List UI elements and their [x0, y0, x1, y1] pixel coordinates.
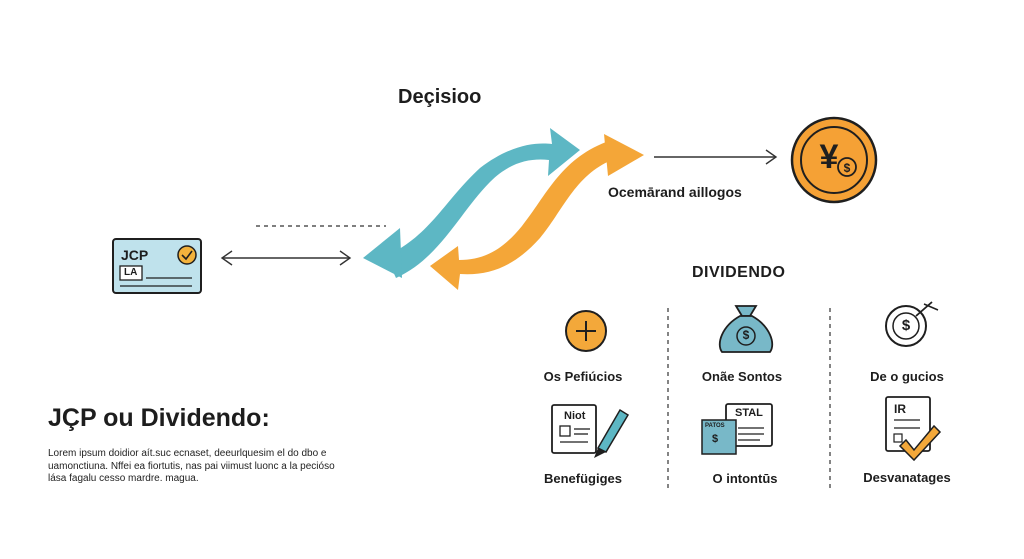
jcp-card: [112, 238, 202, 294]
dollar-target-icon: [885, 301, 939, 347]
dividendo-heading: DIVIDENDO: [692, 264, 786, 281]
svg-text:$: $: [844, 161, 851, 175]
doc-text-2-small: PATOS: [705, 423, 725, 429]
col1-top-label: Os Pefiúcios: [543, 369, 623, 384]
orange-curved-arrow: [430, 134, 644, 290]
teal-curved-arrow: [363, 128, 580, 278]
doc-text-3: IR: [894, 402, 906, 416]
doc-text-2: STAL: [735, 407, 763, 419]
card-icon: [112, 238, 202, 294]
document-check-icon: [885, 396, 942, 462]
main-title: JÇP ou Dividendo:: [48, 404, 270, 432]
coin-icon: $: [790, 116, 878, 204]
statement-icon: [701, 403, 773, 455]
money-bag-icon: [718, 305, 774, 353]
document-pen-icon: [551, 404, 630, 458]
col3-top-label: De o gucios: [870, 369, 944, 384]
bills-dollar: $: [712, 433, 719, 445]
money-bag-dollar: $: [742, 328, 750, 342]
target-dollar: $: [901, 317, 911, 334]
arrow-to-coin: [654, 149, 778, 165]
coin-symbol: ¥: [819, 138, 839, 176]
col2-top-label: Onãe Sontos: [701, 369, 783, 384]
card-title: JCP: [121, 247, 149, 263]
col3-bottom-label: Desvanatages: [863, 470, 951, 485]
bidirectional-arrow: [220, 250, 352, 266]
arrow-label: Ocemārand aillogos: [608, 184, 742, 200]
card-mark: LA: [124, 267, 138, 278]
decision-title: Deçisioo: [398, 86, 482, 108]
doc-text-1: Niot: [564, 410, 586, 422]
col2-bottom-label: O intontūs: [712, 471, 778, 486]
col1-bottom-label: Benefügiges: [543, 471, 622, 486]
description-text: Lorem ipsum doidior aít.suc ecnaset, dee…: [48, 448, 335, 484]
plus-circle-icon: [565, 310, 607, 352]
